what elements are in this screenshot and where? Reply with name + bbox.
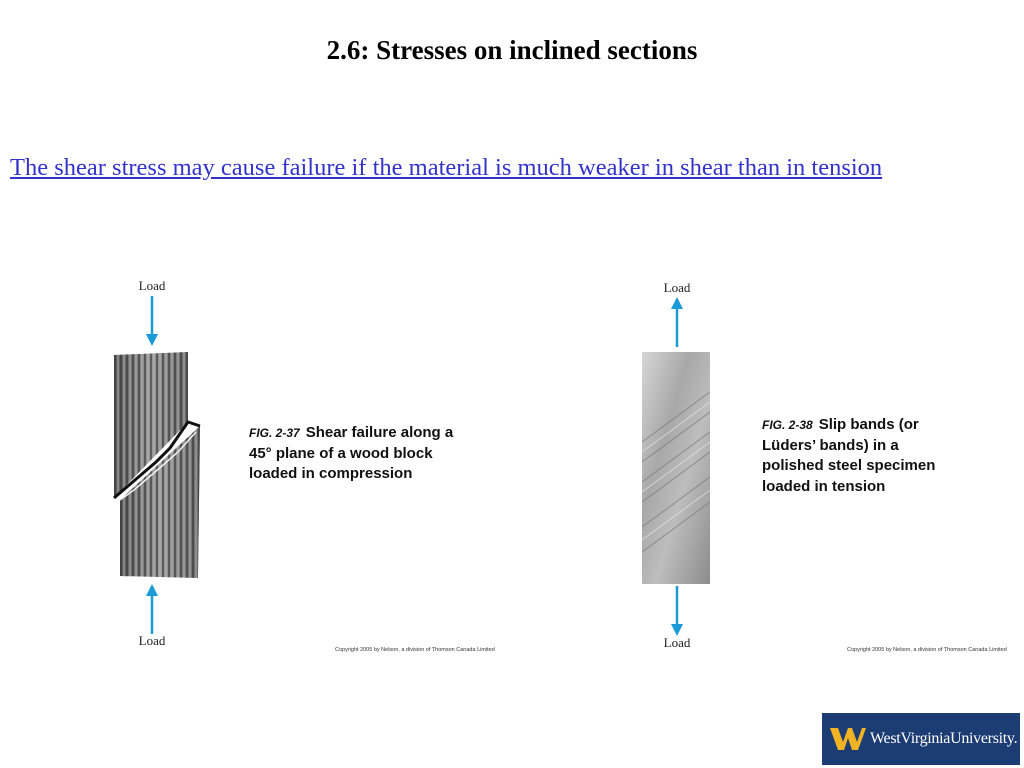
slide-subtitle[interactable]: The shear stress may cause failure if th… bbox=[10, 154, 883, 181]
load-label-top-left: Load bbox=[138, 278, 166, 293]
arrow-down-icon bbox=[146, 296, 158, 346]
arrow-up-icon bbox=[146, 584, 158, 634]
arrow-up-icon bbox=[671, 297, 683, 347]
load-label-top-right: Load bbox=[663, 280, 691, 295]
load-label-bottom-left: Load bbox=[138, 633, 166, 648]
figure-number-left: FIG. 2-37 bbox=[249, 426, 300, 440]
caption-text-left: Shear failure along a 45° plane of a woo… bbox=[249, 424, 454, 482]
slide-title: 2.6: Stresses on inclined sections bbox=[326, 35, 698, 65]
wvu-wordmark: WestVirginiaUniversity. bbox=[870, 730, 1018, 747]
wood-block-specimen bbox=[113, 352, 201, 578]
arrow-down-icon bbox=[671, 586, 683, 636]
caption-text-right: Slip bands (or Lüders’ bands) in a polis… bbox=[762, 416, 936, 495]
wvu-logo: WestVirginiaUniversity. bbox=[822, 713, 1020, 765]
steel-specimen bbox=[642, 352, 710, 584]
copyright-left: Copyright 2005 by Nelson, a division of … bbox=[335, 647, 495, 653]
load-label-bottom-right: Load bbox=[663, 635, 691, 650]
figure-number-right: FIG. 2-38 bbox=[762, 418, 813, 432]
copyright-right: Copyright 2005 by Nelson, a division of … bbox=[847, 647, 1007, 653]
wvu-flying-wv-logo bbox=[830, 728, 866, 750]
